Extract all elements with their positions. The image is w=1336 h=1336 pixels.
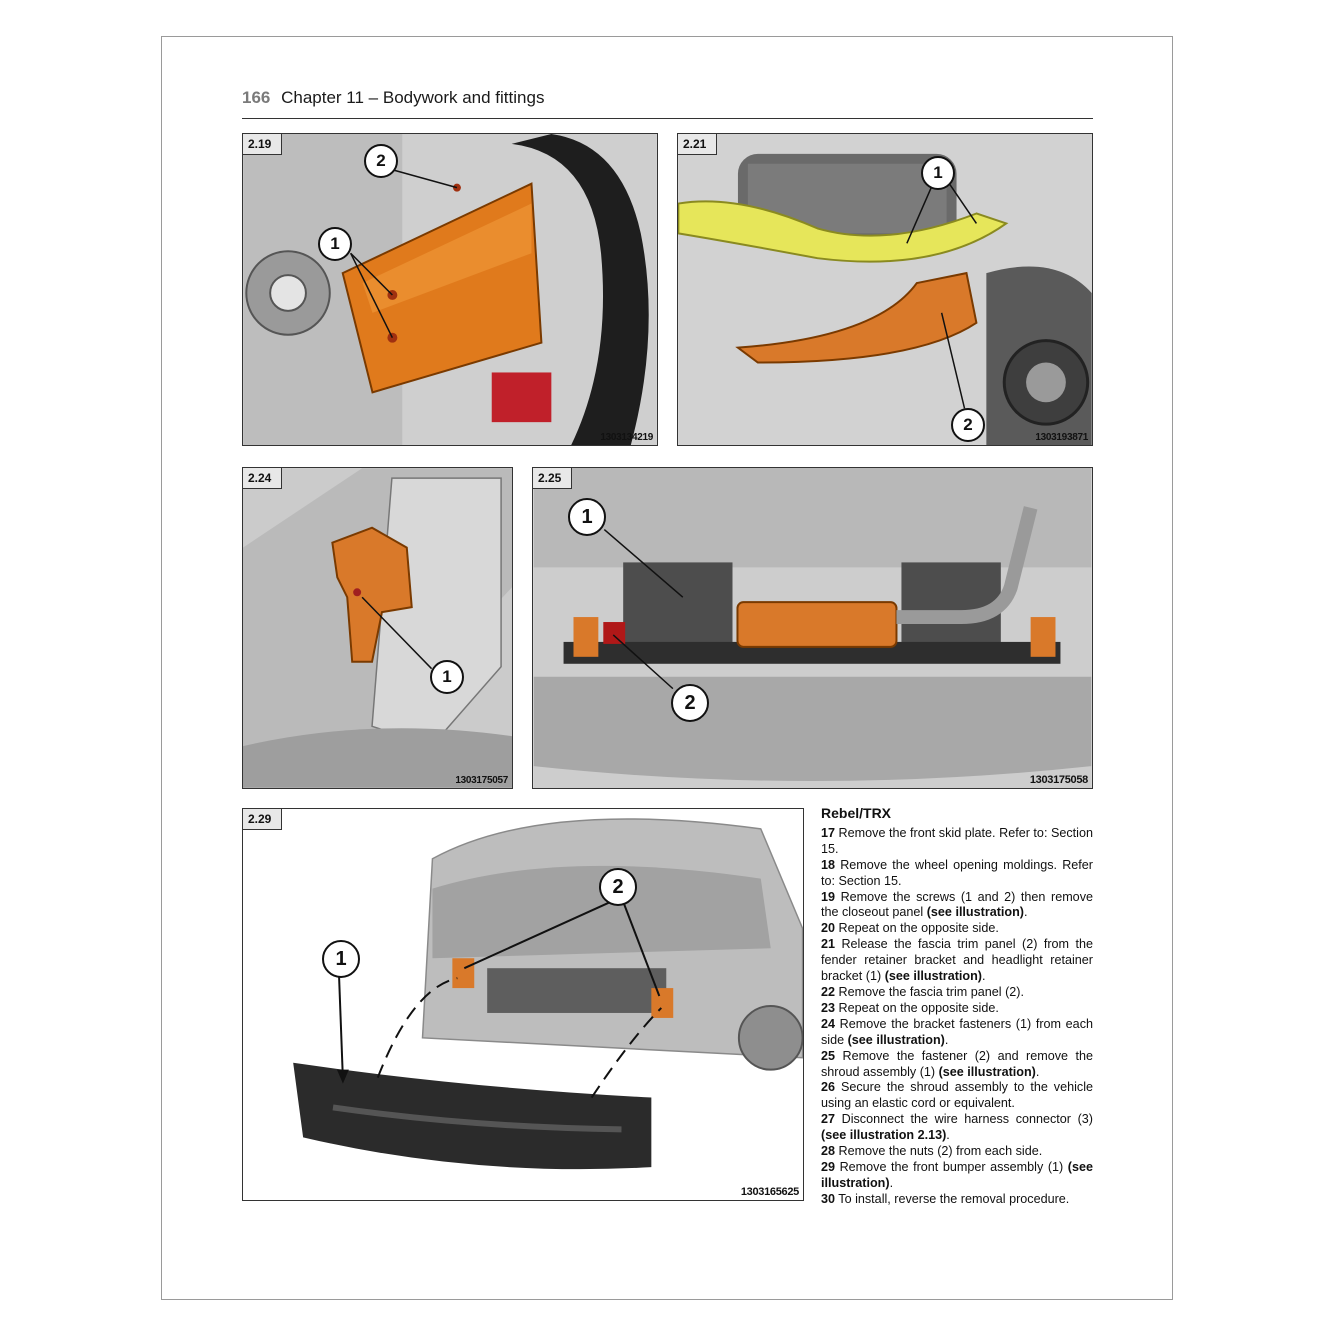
chapter-title: Chapter 11 – Bodywork and fittings	[281, 88, 545, 107]
step-number: 27	[821, 1112, 836, 1127]
callout-2: 2	[599, 868, 637, 906]
illustration-reference: (see illustration)	[847, 1032, 945, 1047]
figure-label: 2.25	[533, 468, 573, 489]
figure-2-25-illustration	[533, 468, 1092, 788]
figure-2-24: 2.24 1 1303175057	[242, 467, 513, 789]
step-17: 17 Remove the front skid plate. Refer to…	[821, 826, 1093, 858]
step-text: Remove the front skid plate. Refer to: S…	[821, 825, 1093, 856]
step-tail: .	[944, 1032, 949, 1047]
figure-label: 2.19	[243, 134, 283, 155]
step-28: 28 Remove the nuts (2) from each side.	[821, 1144, 1093, 1160]
figure-code: 1303193871	[1035, 432, 1088, 443]
step-number: 22	[821, 984, 836, 999]
step-number: 20	[821, 921, 836, 936]
figure-code: 1303165625	[740, 1186, 799, 1198]
step-tail: .	[889, 1175, 894, 1190]
illustration-reference: (see illustration 2.13)	[821, 1128, 947, 1143]
step-23: 23 Repeat on the opposite side.	[821, 1001, 1093, 1017]
step-20: 20 Repeat on the opposite side.	[821, 921, 1093, 937]
step-text: Repeat on the opposite side.	[835, 1000, 999, 1015]
step-27: 27 Disconnect the wire harness connector…	[821, 1112, 1093, 1144]
step-text: Remove the fascia trim panel (2).	[835, 984, 1025, 999]
figure-code: 1303175058	[1029, 774, 1088, 786]
step-number: 21	[821, 937, 836, 952]
step-26: 26 Secure the shroud assembly to the veh…	[821, 1080, 1093, 1112]
step-number: 30	[821, 1191, 836, 1206]
step-24: 24 Remove the bracket fasteners (1) from…	[821, 1017, 1093, 1049]
figure-2-19: 2.19 2 1 1303134219	[242, 133, 658, 446]
step-22: 22 Remove the fascia trim panel (2).	[821, 985, 1093, 1001]
callout-1: 1	[318, 227, 352, 261]
figure-label: 2.21	[678, 134, 718, 155]
figure-2-21: 2.21 1 2 1303193871	[677, 133, 1093, 446]
step-tail: .	[946, 1128, 950, 1143]
figure-2-29-illustration	[243, 809, 803, 1200]
illustration-reference: (see illustration)	[821, 1159, 1093, 1190]
callout-1: 1	[322, 940, 360, 978]
step-text: To install, reverse the removal procedur…	[835, 1191, 1070, 1206]
callout-1: 1	[921, 156, 955, 190]
section-heading: Rebel/TRX	[821, 805, 892, 821]
step-text: Disconnect the wire harness connector (3…	[835, 1112, 1093, 1127]
step-text: Remove the fastener (2) and remove the s…	[821, 1048, 1093, 1079]
step-number: 29	[821, 1159, 836, 1174]
step-text: Remove the nuts (2) from each side.	[835, 1144, 1043, 1159]
step-number: 25	[821, 1048, 836, 1063]
callout-1: 1	[430, 660, 464, 694]
figure-2-24-illustration	[243, 468, 512, 788]
callout-1: 1	[568, 498, 606, 536]
callout-2: 2	[671, 684, 709, 722]
step-text: Release the fascia trim panel (2) from t…	[821, 937, 1093, 984]
page-header: 166 Chapter 11 – Bodywork and fittings	[242, 88, 544, 108]
figure-code: 1303134219	[600, 432, 653, 443]
illustration-reference: (see illustration)	[938, 1064, 1036, 1079]
step-number: 23	[821, 1000, 836, 1015]
step-tail: .	[981, 969, 986, 984]
step-text: Remove the wheel opening moldings. Refer…	[821, 857, 1093, 888]
step-text: Repeat on the opposite side.	[835, 921, 999, 936]
step-number: 26	[821, 1080, 836, 1095]
step-number: 28	[821, 1144, 836, 1159]
step-text: Remove the bracket fasteners (1) from ea…	[821, 1016, 1093, 1047]
step-list: 17 Remove the front skid plate. Refer to…	[821, 826, 1093, 1208]
step-19: 19 Remove the screws (1 and 2) then remo…	[821, 890, 1093, 922]
callout-2: 2	[951, 408, 985, 442]
step-30: 30 To install, reverse the removal proce…	[821, 1192, 1093, 1208]
figure-2-21-illustration	[678, 134, 1092, 445]
step-tail: .	[1024, 905, 1028, 920]
step-21: 21 Release the fascia trim panel (2) fro…	[821, 937, 1093, 985]
step-number: 19	[821, 889, 836, 904]
step-29: 29 Remove the front bumper assembly (1) …	[821, 1160, 1093, 1192]
step-text: Remove the screws (1 and 2) then remove …	[821, 889, 1093, 920]
illustration-reference: (see illustration)	[926, 905, 1025, 920]
callout-2: 2	[364, 144, 398, 178]
step-18: 18 Remove the wheel opening moldings. Re…	[821, 858, 1093, 890]
figure-label: 2.29	[243, 809, 283, 830]
step-number: 24	[821, 1016, 836, 1031]
figure-2-19-illustration	[243, 134, 657, 445]
figure-2-29: 2.29 1 2 1303165625	[242, 808, 804, 1201]
figure-label: 2.24	[243, 468, 283, 489]
figure-2-25: 2.25 1 2 1303175058	[532, 467, 1093, 789]
step-text: Secure the shroud assembly to the vehicl…	[821, 1080, 1093, 1111]
procedure-text: Rebel/TRX 17 Remove the front skid plate…	[821, 805, 1093, 1208]
step-tail: .	[1035, 1064, 1040, 1079]
step-number: 17	[821, 825, 836, 840]
header-rule	[242, 118, 1093, 119]
step-text: Remove the front bumper assembly (1)	[835, 1159, 1068, 1174]
page-number: 166	[242, 88, 271, 107]
illustration-reference: (see illustration)	[884, 969, 982, 984]
step-number: 18	[821, 857, 836, 872]
step-25: 25 Remove the fastener (2) and remove th…	[821, 1049, 1093, 1081]
figure-code: 1303175057	[455, 775, 508, 786]
